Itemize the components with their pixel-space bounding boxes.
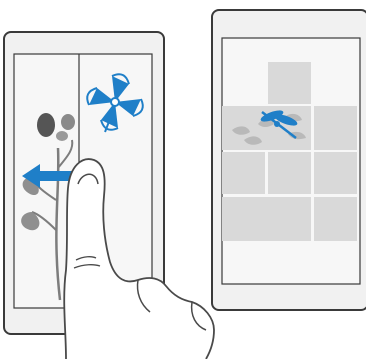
tile [222, 152, 265, 194]
tile [314, 197, 357, 241]
tile [268, 152, 311, 194]
tile-wide [222, 197, 311, 241]
tile [268, 62, 311, 104]
tile [314, 106, 357, 150]
tile [314, 152, 357, 194]
